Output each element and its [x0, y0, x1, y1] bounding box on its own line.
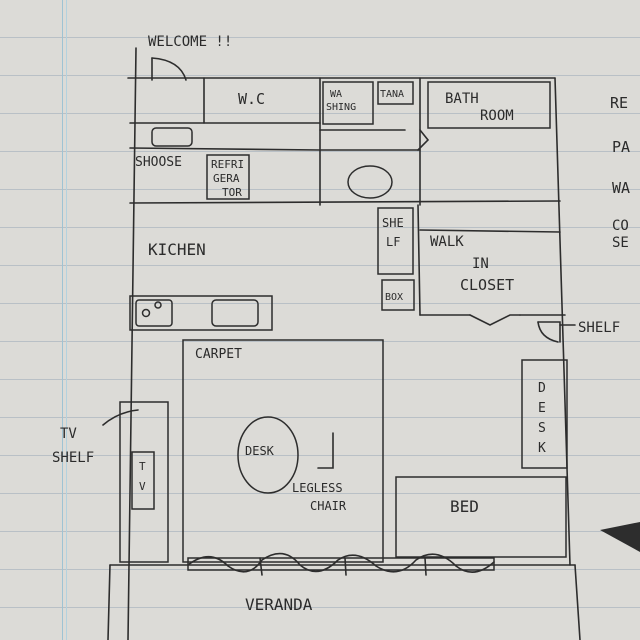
walk-in-label-3: CLOSET: [460, 276, 514, 294]
right-desk-letter-2: E: [538, 401, 546, 416]
bed-label: BED: [450, 497, 479, 516]
veranda-right-edge: [574, 564, 581, 640]
stove-burner-1: [141, 308, 151, 318]
tana-label: TANA: [380, 89, 404, 100]
refrigerator-box: [206, 154, 250, 200]
kitchen-counter: [129, 295, 273, 331]
bed-box: [395, 476, 567, 558]
right-shelf-label: SHELF: [578, 320, 620, 336]
notebook-margin-line: [62, 0, 63, 640]
walk-in-label-2: IN: [472, 256, 489, 272]
legless-chair-label-2: CHAIR: [310, 499, 347, 513]
bathroom-label-1: BATH: [445, 91, 479, 107]
walk-in-label-1: WALK: [430, 234, 464, 250]
edge-label-1: RE: [610, 94, 628, 112]
shelf-label-1: SHE: [382, 216, 404, 230]
carpet-area: [182, 339, 384, 563]
left-outer-wall: [127, 47, 137, 640]
toilet-basin: [151, 127, 193, 147]
entrance: [151, 57, 187, 81]
refrigerator-label-1: REFRI: [211, 158, 244, 171]
washing-label-2: SHING: [326, 102, 356, 113]
veranda-label: VERANDA: [245, 595, 313, 614]
tv-shelf-label-2: SHELF: [52, 450, 94, 466]
kitchen-sink: [211, 299, 259, 327]
round-desk: [237, 416, 299, 494]
storage-box: [381, 279, 415, 311]
entrance-door-swing: [151, 57, 187, 81]
right-desk-letter-4: K: [538, 441, 546, 456]
veranda-left-edge: [107, 564, 111, 640]
closet-walls: [417, 204, 566, 326]
washing-machine-box: [322, 81, 374, 125]
right-shelf-swing: [537, 321, 559, 343]
edge-label-2: PA: [612, 138, 630, 156]
box-label: BOX: [385, 292, 403, 303]
legless-chair-shape: [317, 432, 334, 469]
kitchen-label: KICHEN: [148, 240, 206, 259]
tv-letter-v: V: [139, 480, 146, 493]
right-desk-letter-1: D: [538, 381, 546, 396]
tv-shelf-pointer: [102, 409, 139, 426]
notebook-margin-line-secondary: [66, 0, 67, 640]
welcome-label: WELCOME !!: [148, 34, 232, 50]
tana-box: [377, 81, 414, 105]
tv-letter-t: T: [139, 460, 146, 473]
legless-chair-label-1: LEGLESS: [292, 481, 343, 495]
wc-label: W.C: [238, 90, 265, 108]
kitchen-stove: [135, 299, 173, 327]
edge-label-3: WA: [612, 179, 630, 197]
refrigerator-label-2: GERA: [213, 172, 240, 185]
bath-sink: [347, 165, 393, 199]
tv-shelf-box: [119, 401, 169, 563]
carpet-label: CARPET: [195, 347, 242, 362]
edge-label-5: SE: [612, 235, 629, 251]
shelf-box: [377, 207, 414, 275]
stove-burner-2: [154, 301, 162, 309]
outer-walls: [107, 47, 581, 640]
bathtub-box: [427, 81, 551, 129]
round-desk-label: DESK: [245, 444, 275, 458]
refrigerator-label-3: TOR: [222, 186, 242, 199]
top-row-walls: [129, 77, 561, 206]
edge-label-4: CO: [612, 218, 629, 234]
tv-box: [131, 451, 155, 510]
right-outer-wall: [554, 77, 571, 566]
right-desk-letter-3: S: [538, 421, 546, 436]
right-shelf-corner: [537, 321, 561, 343]
edge-arrow-marker: [600, 522, 640, 552]
bathroom-label-2: ROOM: [480, 108, 514, 124]
tv-shelf-label-1: TV: [60, 426, 77, 442]
shelf-label-2: LF: [386, 235, 400, 249]
curtain-wave: [187, 552, 495, 573]
washing-label-1: WA: [330, 89, 342, 100]
right-desk-box: [521, 359, 568, 469]
shoose-label: SHOOSE: [135, 155, 182, 170]
